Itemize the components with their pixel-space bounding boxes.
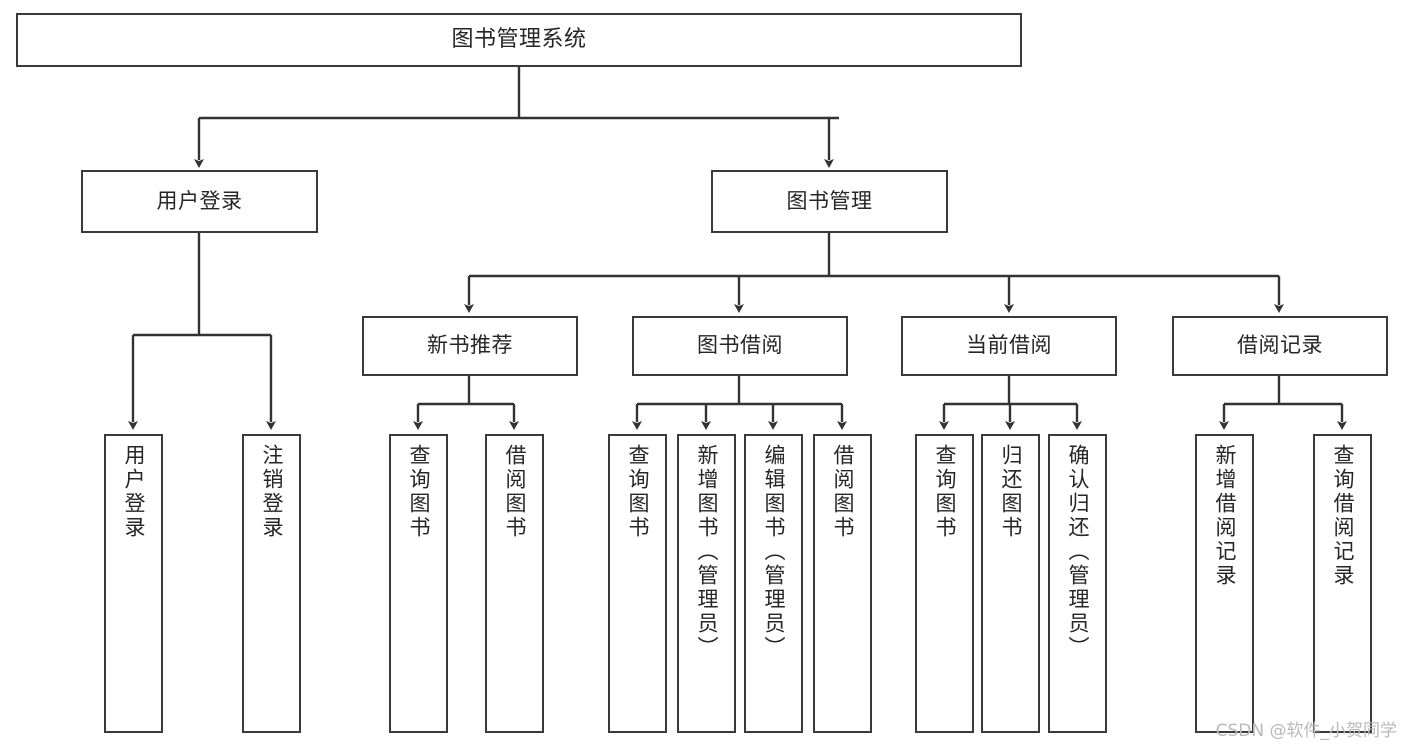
- node-label: 查询图书: [933, 444, 957, 540]
- node-label: 新书推荐: [427, 333, 513, 358]
- leaf-current-borrow-query-book[interactable]: 查询图书: [915, 434, 974, 733]
- leaf-new-book-borrow-book[interactable]: 借阅图书: [485, 434, 544, 733]
- leaf-book-borrow-edit-book-admin[interactable]: 编辑图书（管理员）: [744, 434, 803, 733]
- node-label: 新增借阅记录: [1213, 444, 1237, 588]
- node-label: 用户登录: [122, 444, 146, 540]
- leaf-user-login-login[interactable]: 用户登录: [104, 434, 163, 733]
- node-label: 借阅记录: [1237, 333, 1323, 358]
- node-label: 查询借阅记录: [1331, 444, 1355, 588]
- leaf-borrow-record-add-record[interactable]: 新增借阅记录: [1195, 434, 1254, 733]
- node-label: 编辑图书（管理员）: [762, 444, 786, 660]
- leaf-book-borrow-borrow-book[interactable]: 借阅图书: [813, 434, 872, 733]
- node-label: 借阅图书: [503, 444, 527, 540]
- node-label: 图书管理: [786, 188, 873, 213]
- leaf-user-login-logout[interactable]: 注销登录: [242, 434, 301, 733]
- leaf-book-borrow-add-book-admin[interactable]: 新增图书（管理员）: [677, 434, 736, 733]
- leaf-current-borrow-return-book[interactable]: 归还图书: [981, 434, 1040, 733]
- node-label: 借阅图书: [831, 444, 855, 540]
- csdn-watermark: CSDN @软件_小贺同学: [1215, 721, 1397, 741]
- node-book-borrow[interactable]: 图书借阅: [632, 316, 848, 376]
- node-label: 新增图书（管理员）: [695, 444, 719, 660]
- node-label: 归还图书: [999, 444, 1023, 540]
- node-borrow-record[interactable]: 借阅记录: [1172, 316, 1388, 376]
- node-label: 当前借阅: [966, 333, 1052, 358]
- node-label: 图书管理系统: [451, 26, 587, 52]
- leaf-new-book-query-book[interactable]: 查询图书: [389, 434, 448, 733]
- leaf-current-borrow-confirm-return-admin[interactable]: 确认归还（管理员）: [1048, 434, 1107, 733]
- node-label: 查询图书: [407, 444, 431, 540]
- node-new-book-recommend[interactable]: 新书推荐: [362, 316, 578, 376]
- node-book-management[interactable]: 图书管理: [711, 170, 948, 233]
- node-label: 图书借阅: [697, 333, 783, 358]
- node-user-login[interactable]: 用户登录: [81, 170, 318, 233]
- node-label: 查询图书: [626, 444, 650, 540]
- leaf-borrow-record-query-record[interactable]: 查询借阅记录: [1313, 434, 1372, 733]
- node-current-borrow[interactable]: 当前借阅: [901, 316, 1117, 376]
- leaf-book-borrow-query-book[interactable]: 查询图书: [608, 434, 667, 733]
- node-label: 注销登录: [260, 444, 284, 540]
- node-label: 用户登录: [156, 188, 243, 213]
- node-label: 确认归还（管理员）: [1066, 444, 1090, 660]
- node-root-book-management-system[interactable]: 图书管理系统: [16, 13, 1022, 67]
